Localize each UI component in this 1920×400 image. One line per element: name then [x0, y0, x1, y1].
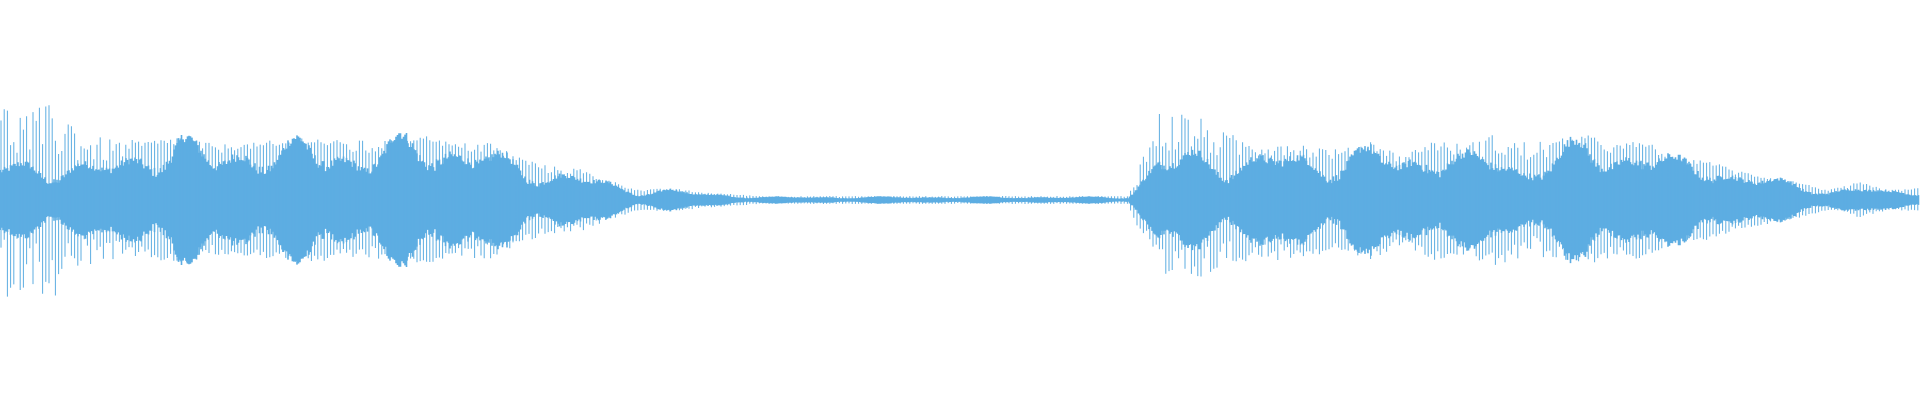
- waveform-peaks: [0, 105, 1919, 297]
- waveform-body: [0, 133, 1920, 267]
